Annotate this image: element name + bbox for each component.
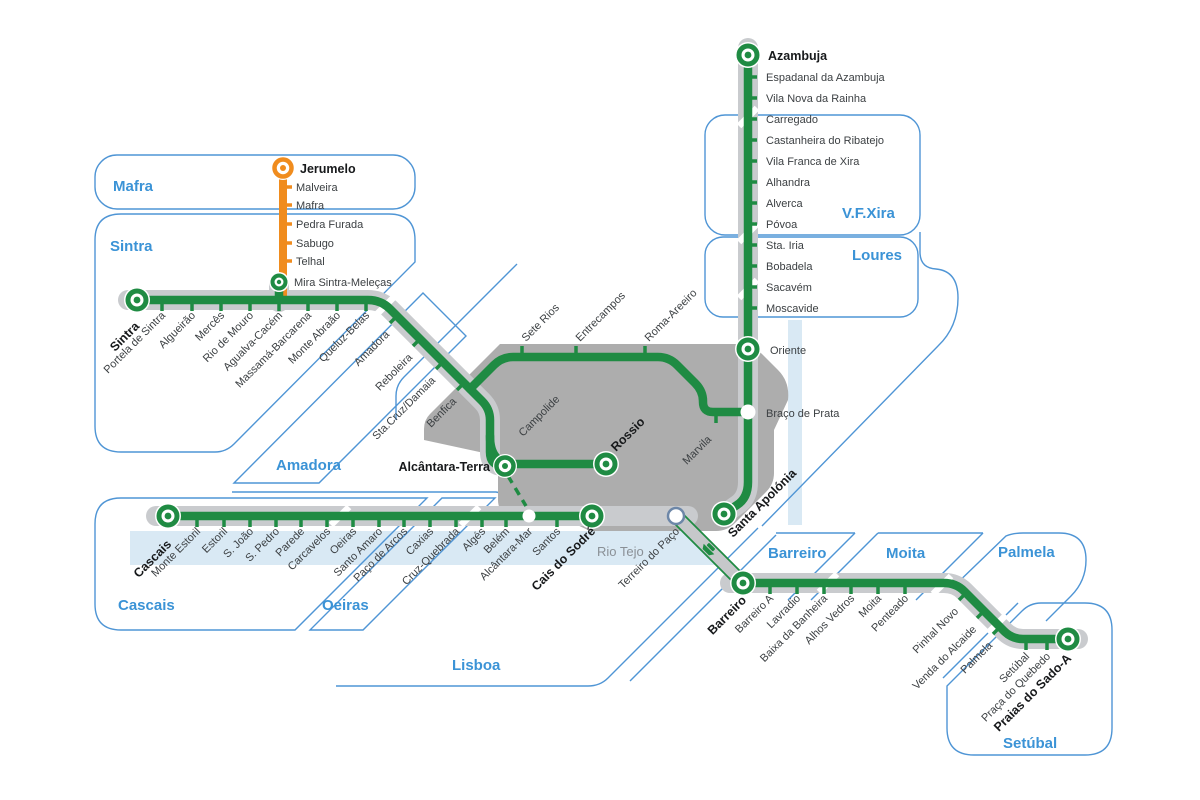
river-tejo — [130, 320, 802, 565]
terminal-marker-alcantara-terra — [493, 454, 517, 478]
line-sado — [738, 578, 1063, 644]
station-label: Malveira — [296, 182, 338, 194]
line-azambuja — [726, 50, 753, 514]
region-outline-mafra — [94, 154, 416, 210]
station-label: Azambuja — [768, 49, 828, 63]
region-outline-sintra — [94, 213, 416, 453]
region-outline-vfxira — [704, 114, 921, 236]
station-label: Sabugo — [296, 238, 334, 250]
station-label: Castanheira do Ribatejo — [766, 135, 884, 147]
interchange-marker-braco-de-prata — [740, 404, 756, 420]
station-label: Oriente — [770, 345, 806, 357]
terminal-marker-cais-do-sodre — [579, 503, 605, 529]
region-label-oeiras: Oeiras — [322, 597, 369, 614]
station-label: Sta. Iria — [766, 240, 805, 252]
station-label: Póvoa — [766, 219, 798, 231]
station-label: Alverca — [766, 198, 804, 210]
station-label: Alcântara-Terra — [399, 460, 492, 474]
terminal-marker-azambuja — [735, 42, 761, 68]
station-label: Braço de Prata — [766, 408, 840, 420]
terminal-marker-cascais — [155, 503, 181, 529]
terminal-marker-santa-apolonia — [711, 501, 737, 527]
station-label: Pedra Furada — [296, 219, 364, 231]
station-label: Amadora — [352, 328, 393, 369]
region-outline-cascais — [94, 497, 429, 631]
terminal-marker-jerumelo — [271, 156, 295, 180]
region-label-setubal: Setúbal — [1003, 735, 1057, 752]
region-outline-palmela — [947, 532, 1087, 622]
station-label: Mafra — [296, 200, 325, 212]
ferry-route — [670, 510, 749, 589]
region-label-palmela: Palmela — [998, 544, 1055, 561]
station-ticks — [160, 75, 1049, 650]
region-outline-vfxira-ext — [761, 232, 959, 527]
station-label: Alhandra — [766, 177, 811, 189]
station-label: Sacavém — [766, 282, 812, 294]
region-outline-setubal — [946, 602, 1113, 756]
station-label: Bobadela — [766, 261, 813, 273]
region-label-loures: Loures — [852, 247, 902, 264]
terminal-marker-barreiro — [730, 570, 756, 596]
terminal-marker-oriente — [735, 336, 761, 362]
region-labels: Mafra Sintra Amadora Cascais Oeiras Lisb… — [110, 178, 1057, 752]
station-label: Sete Rios — [520, 302, 563, 345]
region-label-vfxira: V.F.Xira — [842, 205, 895, 222]
station-label: Espadanal da Azambuja — [766, 72, 886, 84]
station-label: Vila Nova da Rainha — [766, 93, 867, 105]
ferry-marker-terreiro-do-paco — [666, 506, 686, 526]
link-alcantara-walk — [506, 475, 528, 507]
region-label-mafra: Mafra — [113, 178, 154, 195]
station-markers — [124, 42, 1081, 652]
region-label-cascais: Cascais — [118, 597, 175, 614]
region-label-moita: Moita — [886, 545, 926, 562]
region-outline-barreiro-west — [629, 534, 777, 682]
interchange-marker-alcantara-mar — [522, 509, 536, 523]
region-label-amadora: Amadora — [276, 457, 342, 474]
terminal-marker-sintra — [124, 287, 150, 313]
terminal-marker-praias-do-sado — [1055, 626, 1081, 652]
station-label: Vila Franca de Xira — [766, 156, 860, 168]
region-outline-lisboa-west — [395, 263, 518, 420]
line-sintra — [132, 295, 509, 471]
station-label: Telhal — [296, 256, 325, 268]
station-label: Jerumelo — [300, 162, 356, 176]
region-outline-amadora — [232, 292, 467, 484]
region-label-barreiro: Barreiro — [768, 545, 826, 562]
station-label: Mira Sintra-Meleças — [294, 277, 392, 289]
region-outline-lisboa-south — [336, 527, 759, 687]
station-label: Carregado — [766, 114, 818, 126]
ferry-icon — [702, 543, 715, 556]
terminal-marker-rossio — [593, 451, 619, 477]
river-label: Rio Tejo — [597, 544, 644, 559]
region-label-lisboa: Lisboa — [452, 657, 501, 674]
station-label: Entrecampos — [574, 289, 629, 344]
station-label: Moscavide — [766, 303, 819, 315]
station-label: Roma-Areeiro — [643, 287, 700, 344]
region-outline-loures — [704, 236, 919, 318]
station-marker-mira-sintra-melecas — [269, 272, 289, 292]
line-cintura — [465, 352, 749, 417]
region-label-sintra: Sintra — [110, 238, 153, 255]
region-outline-oeiras — [308, 497, 497, 631]
